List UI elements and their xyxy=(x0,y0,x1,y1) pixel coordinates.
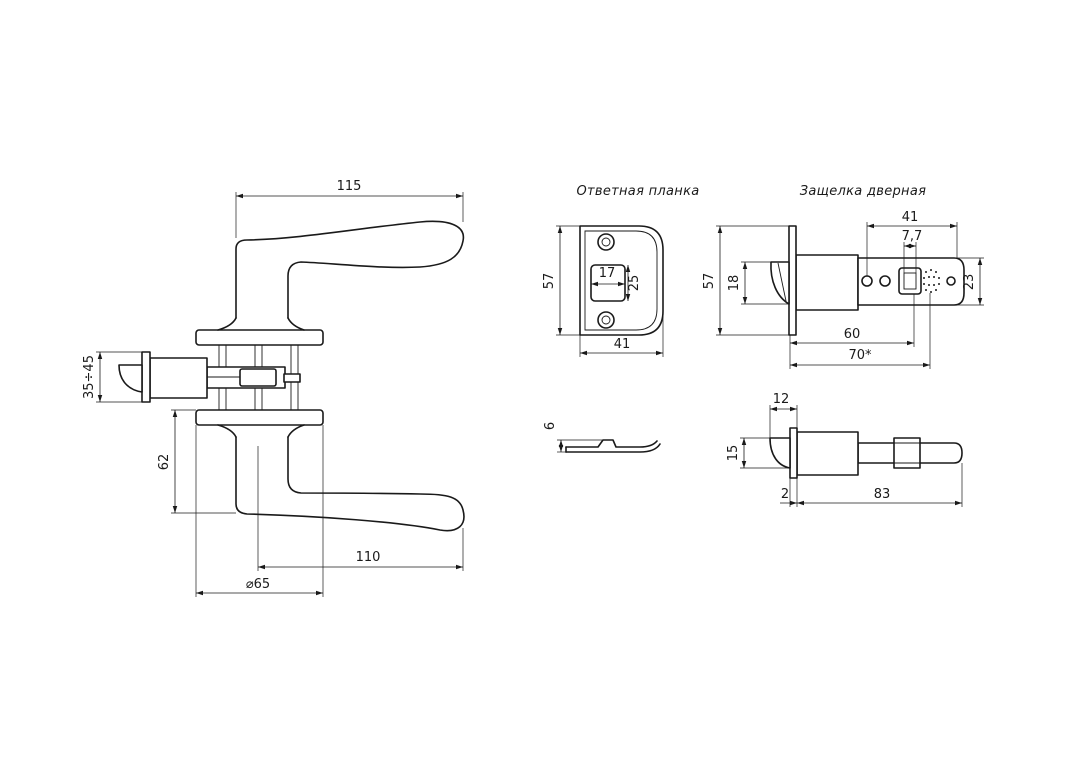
screw-hole-top xyxy=(597,233,615,251)
dim-115-label: 115 xyxy=(337,179,362,194)
latch-side-body xyxy=(796,431,859,476)
dim-door-label: 35÷45 xyxy=(82,355,97,399)
dim-70-label: 70* xyxy=(848,348,872,363)
spindle-square-inner xyxy=(903,272,917,290)
top-lever xyxy=(235,220,465,319)
latch-tail-plate xyxy=(857,257,965,306)
screw-hole-bottom xyxy=(597,311,615,329)
latch-tail xyxy=(206,366,301,389)
dim-60-label: 60 xyxy=(844,327,861,342)
latch-front: 41 7,7 57 18 23 60 70* xyxy=(702,210,984,369)
latch-hole-3 xyxy=(946,276,956,286)
handle-dimensions: 115 35÷45 62 110 ⌀65 xyxy=(82,179,464,597)
dim-6-label: 6 xyxy=(543,422,558,430)
dim-12-label: 12 xyxy=(773,392,790,407)
latch-faceplate xyxy=(141,351,151,403)
screw-hole-bottom-inner xyxy=(601,315,611,325)
strike-plate-side: 6 xyxy=(543,422,661,453)
top-rose-plate xyxy=(195,329,324,346)
dim-latch-41-label: 41 xyxy=(902,210,919,225)
strike-side-bottom xyxy=(565,443,661,453)
spindle-square-outer xyxy=(898,267,922,295)
latch-title: Защелка дверная xyxy=(800,184,927,199)
dim-25-label: 25 xyxy=(627,275,642,292)
dim-77-label: 7,7 xyxy=(902,229,923,244)
dim-latch-57-label: 57 xyxy=(702,273,717,290)
latch-bolt-edge xyxy=(777,262,787,302)
dim-57-label: 57 xyxy=(542,273,557,290)
latch-bolt xyxy=(118,364,143,393)
latch-face-plate xyxy=(788,225,797,336)
latch-side-tab xyxy=(893,437,921,469)
dim-23-label: 23 xyxy=(962,274,977,291)
bottom-lever xyxy=(235,436,465,532)
strike-plate-front: 17 25 57 41 xyxy=(542,225,664,357)
latch-dot-pattern xyxy=(923,269,940,293)
dim-83-label: 83 xyxy=(874,487,891,502)
strike-plate-title: Ответная планка xyxy=(576,184,699,199)
latch-hole-2 xyxy=(879,275,891,287)
latch-side: 12 15 2 83 xyxy=(726,392,963,507)
handle-assembly xyxy=(118,220,465,532)
dim-15-label: 15 xyxy=(726,445,741,462)
latch-body-barrel xyxy=(795,254,859,311)
bottom-rose xyxy=(217,424,305,438)
latch-side-face xyxy=(789,427,798,479)
dim-17-label: 17 xyxy=(599,266,616,281)
dim-65-label: ⌀65 xyxy=(246,577,270,592)
strike-side-top xyxy=(565,439,658,448)
bottom-rose-plate xyxy=(195,409,324,426)
latch-body xyxy=(149,357,208,399)
strike-plate-lip xyxy=(584,230,658,331)
dim-18-label: 18 xyxy=(727,275,742,292)
dim-41-label: 41 xyxy=(614,337,631,352)
dim-110-label: 110 xyxy=(356,550,381,565)
dim-2-label: 2 xyxy=(781,487,789,502)
dim-62-label: 62 xyxy=(157,454,172,471)
screw-hole-top-inner xyxy=(601,237,611,247)
